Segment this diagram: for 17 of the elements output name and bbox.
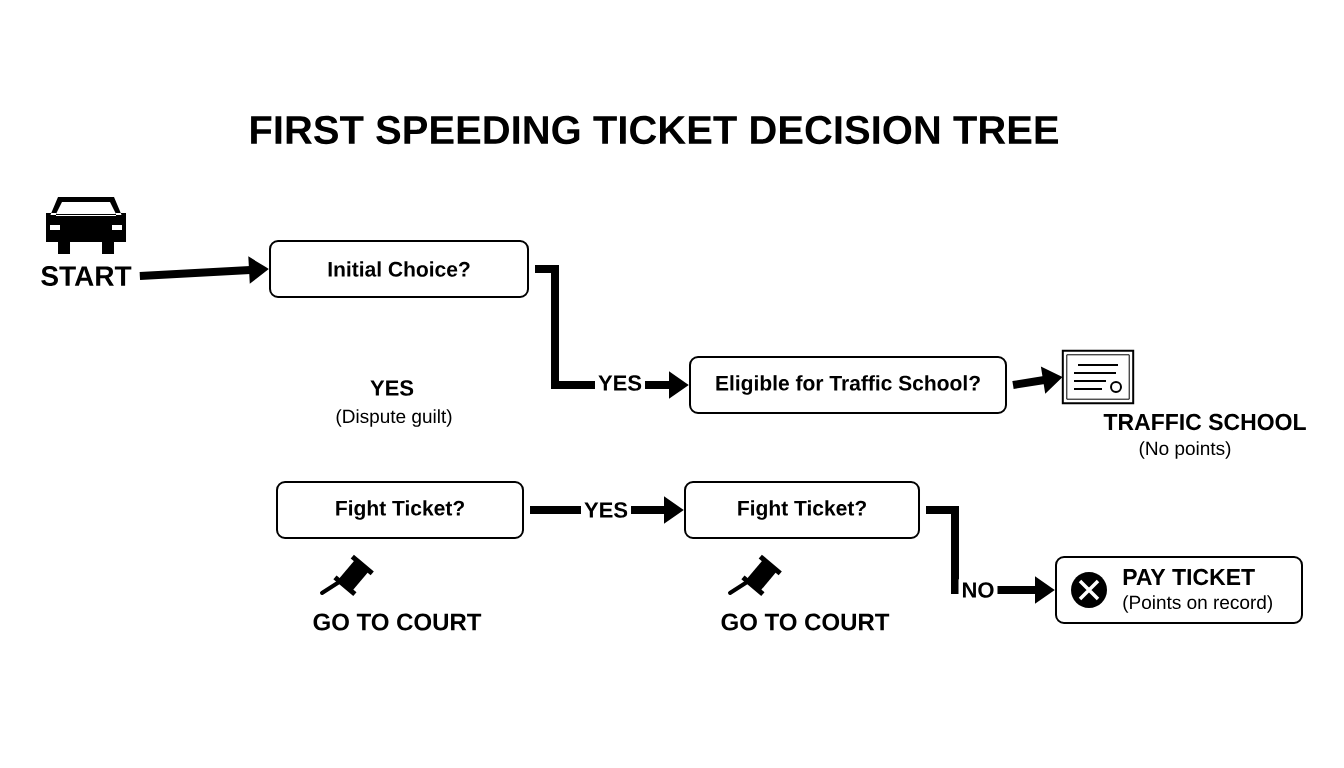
outcome-box: PAY TICKET (Points on record) xyxy=(1055,556,1303,624)
decision-box: Eligible for Traffic School? xyxy=(689,356,1007,414)
outcome-label: GO TO COURT xyxy=(721,613,890,631)
outcome-label: (No points) xyxy=(1139,441,1231,459)
decision-box: Fight Ticket? xyxy=(684,481,920,539)
edge-label: NO xyxy=(958,579,998,601)
edge-label: YES xyxy=(581,499,631,521)
edge-label: YES xyxy=(595,372,645,394)
certificate-icon xyxy=(1061,349,1135,405)
outcome-label: GO TO COURT xyxy=(313,613,482,631)
title: FIRST SPEEDING TICKET DECISION TREE xyxy=(251,115,1059,145)
branch-note: (Dispute guilt) xyxy=(336,409,452,427)
decision-box: Fight Ticket? xyxy=(276,481,524,539)
decision-box: Initial Choice? xyxy=(269,240,529,298)
branch-label: YES xyxy=(370,380,414,396)
start-label: START xyxy=(41,266,132,286)
outcome-label: TRAFFIC SCHOOL xyxy=(1103,413,1306,431)
